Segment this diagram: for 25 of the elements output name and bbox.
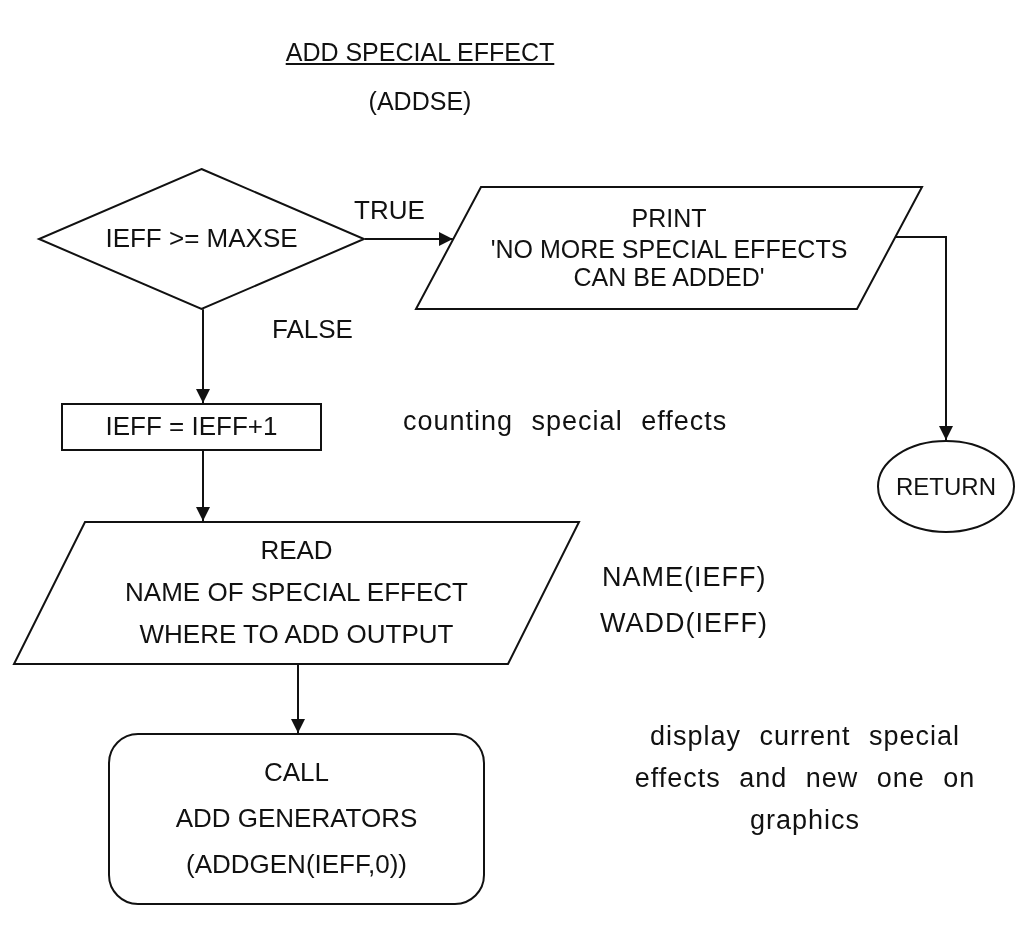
terminal-oval <box>877 440 1015 533</box>
node-text: IEFF >= MAXSE <box>105 224 298 254</box>
arrow <box>196 450 210 522</box>
node-text: READ <box>260 536 333 567</box>
node-text: ADD GENERATORS <box>175 804 418 834</box>
diagram-subtitle: (ADDSE) <box>367 86 473 116</box>
arrow <box>364 232 454 246</box>
node-text: CALL <box>263 758 329 789</box>
node-text: PRINT <box>631 203 707 233</box>
diagram-title: ADD SPECIAL EFFECT <box>284 38 556 67</box>
node-text: RETURN <box>896 472 996 501</box>
annotation-text: NAME(IEFF) <box>602 561 767 594</box>
node-text: WHERE TO ADD OUTPUT <box>139 619 454 650</box>
node-text: IEFF = IEFF+1 <box>105 412 278 442</box>
node-text: NAME OF SPECIAL EFFECT <box>125 578 468 608</box>
process-box <box>61 403 322 451</box>
annotation-text: WADD(IEFF) <box>600 607 768 640</box>
node-text: 'NO MORE SPECIAL EFFECTS CAN BE ADDED' <box>489 234 849 293</box>
annotation-text: counting special effects <box>403 405 728 438</box>
subroutine-box <box>108 733 485 905</box>
arrow <box>291 664 305 734</box>
annotation-text: display current special effects and new one on graphics <box>633 720 977 837</box>
arrow <box>196 308 210 404</box>
node-text: (ADDGEN(IEFF,0)) <box>186 849 407 880</box>
input-output-parallelogram <box>13 521 580 665</box>
